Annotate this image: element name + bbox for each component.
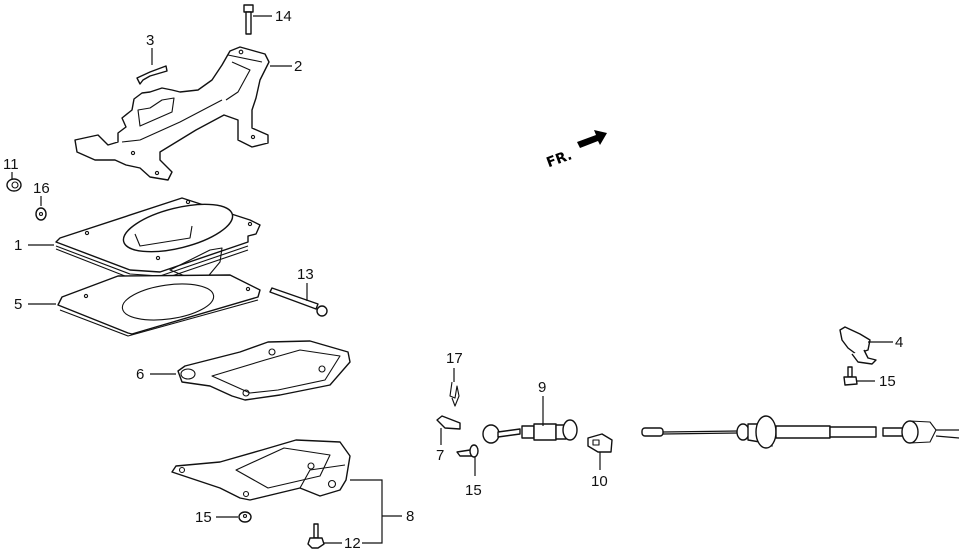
- part-5-gasket[interactable]: [57, 274, 261, 337]
- callout-2: 2: [294, 58, 302, 75]
- part-15-bolt-left[interactable]: [456, 444, 479, 458]
- part-11-nut[interactable]: [6, 178, 22, 192]
- part-18-clip[interactable]: [449, 381, 460, 407]
- callout-12: 12: [344, 535, 361, 552]
- part-12-bolt[interactable]: [307, 523, 325, 549]
- part-9-cable-end[interactable]: [482, 419, 578, 444]
- part-14-bolt[interactable]: [243, 4, 254, 35]
- leader-8-bracket: [350, 479, 383, 544]
- part-1-housing-plate[interactable]: [55, 195, 261, 281]
- callout-3: 3: [146, 32, 154, 49]
- part-8-base-bracket[interactable]: [171, 439, 351, 501]
- part-4-bracket[interactable]: [839, 326, 877, 365]
- callout-8: 8: [406, 508, 414, 525]
- callout-11: 11: [3, 156, 19, 173]
- part-6-frame-gasket[interactable]: [177, 340, 351, 401]
- part-17-washer[interactable]: [35, 207, 47, 221]
- part-3-clip[interactable]: [136, 65, 168, 85]
- part-13-bolt[interactable]: [269, 287, 328, 317]
- callout-18: 17: [446, 350, 463, 367]
- callout-16: 15: [195, 509, 212, 526]
- callout-15-right: 15: [879, 373, 896, 390]
- callout-7: 7: [436, 447, 444, 464]
- callout-9: 9: [538, 379, 546, 396]
- callout-4: 4: [895, 334, 903, 351]
- part-15-bolt-right[interactable]: [843, 366, 858, 386]
- front-direction-marker: FR.: [544, 130, 607, 171]
- callout-10: 10: [591, 473, 608, 490]
- part-2-bracket[interactable]: [74, 46, 270, 181]
- arrow-right-icon: [577, 130, 607, 148]
- fr-label: FR.: [544, 147, 574, 171]
- callout-17: 16: [33, 180, 50, 197]
- shift-cable[interactable]: [641, 415, 959, 449]
- part-10-clip[interactable]: [587, 433, 613, 453]
- callout-1: 1: [14, 237, 22, 254]
- callout-6: 6: [136, 366, 144, 383]
- callout-15-left: 15: [465, 482, 482, 499]
- callout-14: 14: [275, 8, 292, 25]
- callout-13: 13: [297, 266, 314, 283]
- callout-5: 5: [14, 296, 22, 313]
- part-7-pin[interactable]: [436, 415, 461, 430]
- part-16-nut[interactable]: [238, 511, 252, 523]
